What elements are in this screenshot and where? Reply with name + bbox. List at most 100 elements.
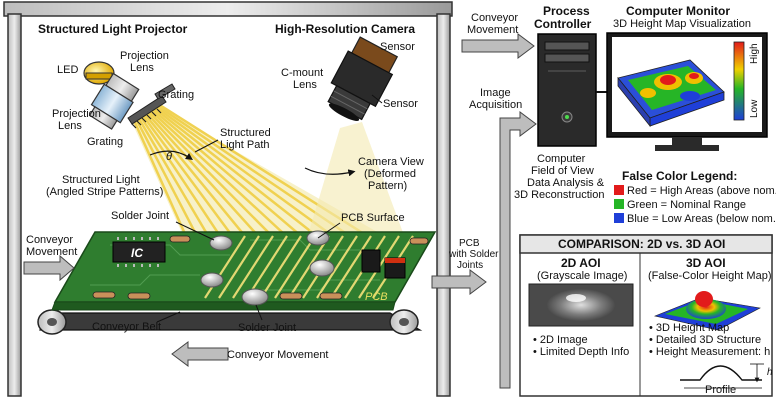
scale-high-label: High	[749, 43, 760, 64]
conveyor-in-arrow	[23, 254, 75, 282]
computer-caption-line-3: Data Analysis &	[527, 177, 605, 189]
pcb-light-stripe	[274, 235, 316, 299]
conveyor-in-line-2: Movement	[26, 246, 77, 258]
pcb-label: PCB	[365, 291, 388, 303]
image-acquisition-arrow	[499, 111, 537, 389]
legend-swatch-blue	[614, 213, 624, 223]
pcb-out-arrow	[431, 269, 487, 295]
conveyor-movement-line-1: Conveyor	[471, 12, 518, 24]
structured-light-label-line-1: Structured Light	[62, 174, 140, 186]
camera-view-line-3: Pattern)	[368, 180, 407, 192]
image-acquisition-line-2: Acquisition	[469, 99, 522, 111]
projection-lens-label-1-line-1: Projection	[120, 50, 169, 62]
conveyor-movement-arrow-top	[461, 33, 535, 59]
camera-view-line-1: Camera View	[358, 156, 424, 168]
grating-label-1: Grating	[158, 89, 194, 101]
camera-view-arc	[304, 167, 356, 177]
light-path-label-line-1: Structured	[220, 127, 271, 139]
left-bullet-2: • Limited Depth Info	[533, 346, 629, 358]
pcb-light-stripe	[260, 235, 302, 299]
legend-item-green: Green = Nominal Range	[627, 199, 746, 211]
h-label: h	[767, 367, 773, 378]
cmount-label-line-2: Lens	[293, 79, 317, 91]
monitor-subtitle: 3D Height Map Visualization	[613, 18, 751, 30]
pcb-light-stripe	[288, 235, 330, 299]
ic-chip-icon	[112, 237, 166, 267]
capacitor-icons	[361, 249, 406, 279]
angle-label: θ	[166, 151, 172, 163]
camera-title: High-Resolution Camera	[275, 22, 415, 36]
pcb-out-line-2: with Solder	[448, 249, 499, 260]
right-bullet-2: • Detailed 3D Structure	[649, 334, 761, 346]
pcb-light-stripe	[204, 235, 246, 299]
computer-caption-line-4: 3D Reconstruction	[514, 189, 605, 201]
pcb-board: IC PCB	[51, 230, 437, 311]
pcb-light-stripe	[218, 235, 260, 299]
comparison-title: COMPARISON: 2D vs. 3D AOI	[558, 237, 725, 251]
color-scale-bar	[733, 41, 745, 121]
pcb-surface-label: PCB Surface	[341, 212, 405, 224]
image-acquisition-line-1: Image	[480, 87, 511, 99]
projection-lens-label-1-line-2: Lens	[130, 62, 154, 74]
conveyor-in-line-1: Conveyor	[26, 234, 73, 246]
false-color-mound	[653, 291, 761, 331]
led-icon	[83, 61, 115, 85]
conveyor	[37, 309, 423, 335]
legend-item-blue: Blue = Low Areas (below nom.)	[627, 213, 776, 225]
cmount-label-line-1: C-mount	[281, 67, 323, 79]
conveyor-belt-label: Conveyor Belt	[92, 321, 161, 333]
grating-2-icon	[154, 83, 176, 100]
grating-icon	[127, 95, 167, 129]
pcb-light-stripe	[232, 235, 274, 299]
conveyor-belt-leader	[156, 311, 181, 323]
legend-swatch-red	[614, 185, 624, 195]
light-path-label-line-2: Light Path	[220, 139, 270, 151]
computer-caption-line-1: Computer	[537, 153, 586, 165]
structured-light-label-line-2: (Angled Stripe Patterns)	[46, 186, 163, 198]
camera: Sensor C-mount Lens Sensor Camera View (…	[281, 36, 424, 192]
pcb-light-stripe	[246, 235, 288, 299]
sensor-leader	[371, 94, 383, 104]
solder-joint-top-label: Solder Joint	[111, 210, 169, 222]
projection-lens-icon	[88, 72, 140, 130]
left-bullet-1: • 2D Image	[533, 334, 588, 346]
legend-title: False Color Legend:	[622, 169, 737, 183]
monitor-title: Computer Monitor	[626, 4, 730, 18]
projection-lens-label-2-line-1: Projection	[52, 108, 101, 120]
ic-label: IC	[131, 246, 143, 260]
pcb-light-stripe	[316, 235, 358, 299]
right-bullet-1: • 3D Height Map	[649, 322, 729, 334]
grating-label-2: Grating	[87, 136, 123, 148]
solder-joint-bottom-leader	[255, 304, 263, 321]
sensor-label-2: Sensor	[383, 98, 418, 110]
resistor-icons	[92, 235, 429, 300]
solder-joint-bottom-label: Solder Joint	[238, 322, 296, 334]
height-map-visualization	[617, 59, 725, 128]
profile-label: Profile	[705, 384, 736, 396]
process-controller-line-1: Process	[543, 4, 590, 18]
comparison-left-title: 2D AOI	[561, 256, 601, 270]
solder-joint-top-leader	[175, 221, 215, 241]
pcb-light-stripe	[330, 235, 372, 299]
legend-item-red: Red = High Areas (above nom.)	[627, 185, 776, 197]
machine-frame	[3, 1, 453, 397]
camera-body-icon	[327, 36, 399, 121]
grayscale-image	[528, 283, 634, 327]
right-bullet-3: • Height Measurement: h	[649, 346, 770, 358]
angle-arc	[149, 150, 193, 160]
sensor-label-1: Sensor	[380, 41, 415, 53]
conveyor-bottom-arrow	[171, 341, 229, 367]
profile-sketch	[680, 363, 764, 389]
comparison-right-subtitle: (False-Color Height Map)	[648, 270, 771, 282]
camera-view-line-2: (Deformed	[364, 168, 416, 180]
computer-tower-icon	[537, 33, 597, 147]
light-path-leader	[194, 139, 219, 153]
led-label: LED	[57, 64, 78, 76]
camera-view-cone	[300, 122, 405, 262]
scale-low-label: Low	[749, 99, 760, 118]
projector: LED Projection Lens Grating Projection L…	[46, 50, 271, 198]
computer-caption-line-2: Field of View	[531, 165, 594, 177]
legend: Red = High Areas (above nom.) Green = No…	[614, 185, 776, 225]
conveyor-bottom-label: Conveyor Movement	[227, 349, 329, 361]
